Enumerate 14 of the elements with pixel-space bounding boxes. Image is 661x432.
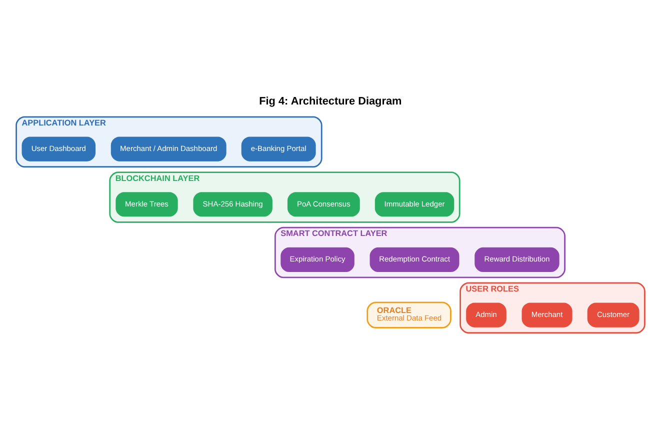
node-box: Redemption Contract — [370, 247, 460, 272]
node-box: Admin — [466, 302, 506, 328]
node-box: Merchant — [522, 302, 572, 328]
node-box: Merkle Trees — [116, 192, 178, 217]
node-box: PoA Consensus — [287, 192, 360, 217]
node-box: Reward Distribution — [474, 247, 560, 272]
node-box: User Dashboard — [22, 136, 96, 162]
node-box: e-Banking Portal — [241, 136, 316, 162]
diagram-title: Fig 4: Architecture Diagram — [259, 96, 402, 108]
node-box: Immutable Ledger — [374, 192, 454, 217]
node-box: Expiration Policy — [280, 247, 354, 272]
node-box: Merchant / Admin Dashboard — [110, 136, 226, 162]
node-box: Customer — [587, 302, 640, 328]
node-box: SHA-256 Hashing — [193, 192, 272, 217]
